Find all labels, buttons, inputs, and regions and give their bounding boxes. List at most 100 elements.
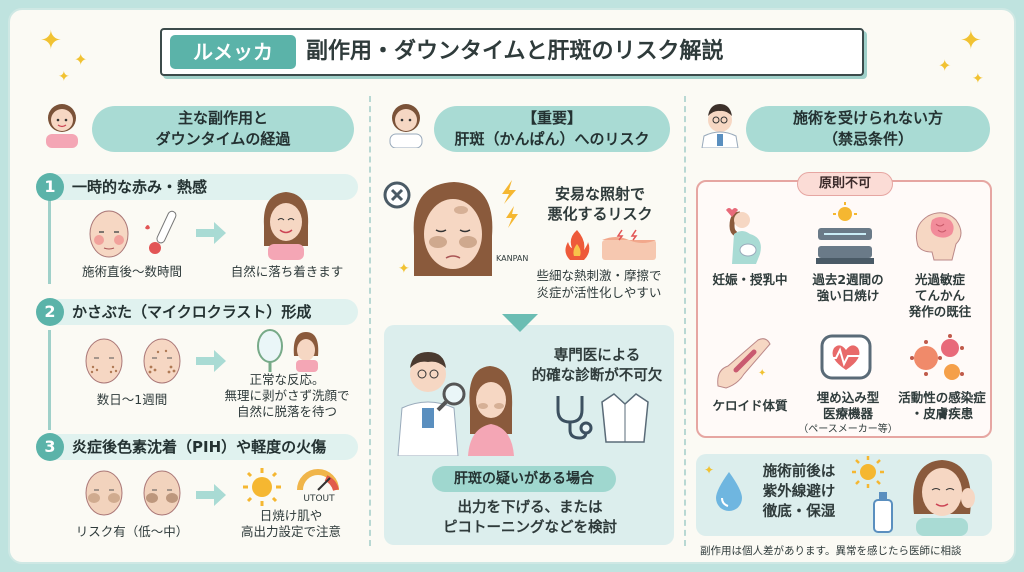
step-3-after-line1: 日焼け肌や <box>259 508 323 523</box>
uv-line1: 施術前後は <box>762 464 836 480</box>
step-1-after-label: 自然に落ち着きます <box>230 264 344 279</box>
melasma-woman-icon <box>413 182 493 276</box>
condition-pregnancy-line1: 妊娠・授乳中 <box>712 272 788 287</box>
condition-photosensitivity-line3: 発作の既往 <box>908 304 972 319</box>
risk-text: 安易な照射で 悪化するリスク <box>530 184 670 224</box>
middle-heading-line1: 【重要】 <box>521 109 582 127</box>
sparkle-icon: ✦ <box>938 56 952 75</box>
advice-line2: ピコトーニングなどを検討 <box>443 520 617 536</box>
timeline-line <box>48 330 51 430</box>
step-2-after-line2: 無理に剥がさず洗顔で <box>224 388 350 403</box>
sun-icon <box>852 456 884 488</box>
thermometer-icon <box>145 210 177 254</box>
doctor-line1: 専門医による <box>553 348 641 364</box>
left-heading-line1: 主な副作用と <box>177 109 268 127</box>
down-arrow-icon <box>502 314 538 332</box>
step-bar <box>40 434 358 460</box>
condition-photosensitivity-line1: 光過敏症 <box>914 272 965 287</box>
condition-sunburn-line1: 過去2週間の <box>812 272 884 287</box>
crust-face-icon <box>143 338 181 384</box>
arrow-right-icon <box>196 350 226 372</box>
doctor-examining-icon <box>397 352 514 456</box>
cause-line2: 炎症が活性化しやすい <box>536 285 662 300</box>
mirror-woman-icon <box>257 329 319 372</box>
sparkle-icon: ✦ <box>40 26 62 56</box>
kanpan-label: KANPAN <box>496 254 529 263</box>
step-3-before-label: リスク有（低〜中） <box>75 524 189 539</box>
stethoscope-icon <box>556 396 593 440</box>
fire-icon <box>565 230 590 260</box>
doctor-line2: 的確な診断が不可欠 <box>531 368 663 384</box>
sparkle-icon: ✦ <box>58 69 70 85</box>
left-column-heading: 主な副作用と ダウンタイムの経過 <box>92 106 354 152</box>
arrow-right-icon <box>196 484 226 506</box>
condition-infection-line1: 活動性の感染症 <box>898 390 986 405</box>
step-2-title: かさぶた（マイクロクラスト）形成 <box>72 303 312 321</box>
skin-layer-icon <box>602 229 656 260</box>
page-title: 副作用・ダウンタイムと肝斑のリスク解説 <box>306 39 724 64</box>
crust-face-icon <box>85 338 123 384</box>
cause-line1: 些細な熱刺激・摩擦で <box>536 268 662 283</box>
step-bar <box>40 174 358 200</box>
pacemaker-icon <box>820 334 872 380</box>
step-number-1: 1 <box>36 173 64 201</box>
advice-text: 出力を下げる、または ピコトーニングなどを検討 <box>400 498 660 538</box>
sunscreen-bottle-icon <box>873 492 893 533</box>
step-number-2: 2 <box>36 298 64 326</box>
prohibited-x-icon <box>383 181 411 209</box>
condition-infection-line2: ・皮膚疾患 <box>910 406 974 421</box>
pigmented-face-icon <box>143 470 181 516</box>
condition-implant-line2: 医療機器 <box>822 406 873 421</box>
left-heading-line2: ダウンタイムの経過 <box>155 130 291 148</box>
step-2-before-label: 数日〜1週間 <box>96 392 168 407</box>
right-column-heading: 施術を受けられない方 （禁忌条件） <box>746 106 990 152</box>
condition-keloid-line1: ケロイド体質 <box>712 398 788 413</box>
sparkle-icon: ✦ <box>74 50 88 69</box>
uv-line2: 紫外線避け <box>762 484 836 500</box>
condition-sunburn-line2: 強い日焼け <box>816 288 880 303</box>
water-drop-icon <box>716 472 742 511</box>
condition-implant-line3: （ペースメーカー等） <box>798 424 898 435</box>
svg-text:✦: ✦ <box>758 368 766 379</box>
middle-heading-line2: 肝斑（かんぱん）へのリスク <box>454 130 650 148</box>
risk-line2: 悪化するリスク <box>547 205 653 223</box>
step-3-after-line2: 高出力設定で注意 <box>240 524 341 539</box>
sun-icon <box>243 468 281 506</box>
doctor-text: 専門医による 的確な診断が不可欠 <box>524 346 670 386</box>
keloid-arm-icon: ✦ <box>717 338 771 389</box>
advice-line1: 出力を下げる、または <box>457 500 603 516</box>
step-3-title: 炎症後色素沈着（PIH）や軽度の火傷 <box>72 438 327 456</box>
condition-photosensitivity-line2: てんかん <box>914 288 965 303</box>
pigmented-face-icon <box>85 470 123 516</box>
sparkle-icon: ✦ <box>704 463 715 477</box>
right-heading-line2: （禁忌条件） <box>822 130 913 148</box>
smiling-woman-icon <box>263 192 309 260</box>
footer-note: 副作用は個人差があります。異常を感じたら医師に相談 <box>700 545 962 557</box>
male-doctor-avatar-icon <box>701 104 739 148</box>
column-divider <box>369 96 371 546</box>
lab-coat-icon <box>601 393 649 443</box>
step-1-title: 一時的な赤み・熱感 <box>72 178 208 196</box>
condition-implant-line1: 埋め込み型 <box>816 390 880 405</box>
brain-icon <box>915 212 962 261</box>
sparkle-icon: ✦ <box>972 71 984 87</box>
output-gauge-icon <box>297 469 339 491</box>
doctor-woman-avatar-icon <box>389 104 423 148</box>
pregnancy-icon <box>726 208 761 264</box>
risk-line1: 安易な照射で <box>554 185 645 203</box>
sparkle-icon: ✦ <box>960 26 982 56</box>
sunbed-icon <box>816 202 874 264</box>
arrow-right-icon <box>196 222 226 244</box>
middle-column-heading: 【重要】 肝斑（かんぱん）へのリスク <box>434 106 670 152</box>
step-number-3: 3 <box>36 433 64 461</box>
step-1-before-label: 施術直後〜数時間 <box>81 264 182 279</box>
brand-badge: ルメッカ <box>170 35 296 69</box>
virus-icon <box>910 334 964 380</box>
principle-badge: 原則不可 <box>797 172 893 196</box>
column-divider <box>684 96 686 546</box>
uv-line3: 徹底・保湿 <box>762 504 836 520</box>
gauge-label: UTOUT <box>303 494 335 504</box>
uv-advice-text: 施術前後は 紫外線避け 徹底・保湿 <box>752 462 846 522</box>
step-2-after-line1: 正常な反応。 <box>249 372 325 387</box>
step-bar <box>40 299 358 325</box>
